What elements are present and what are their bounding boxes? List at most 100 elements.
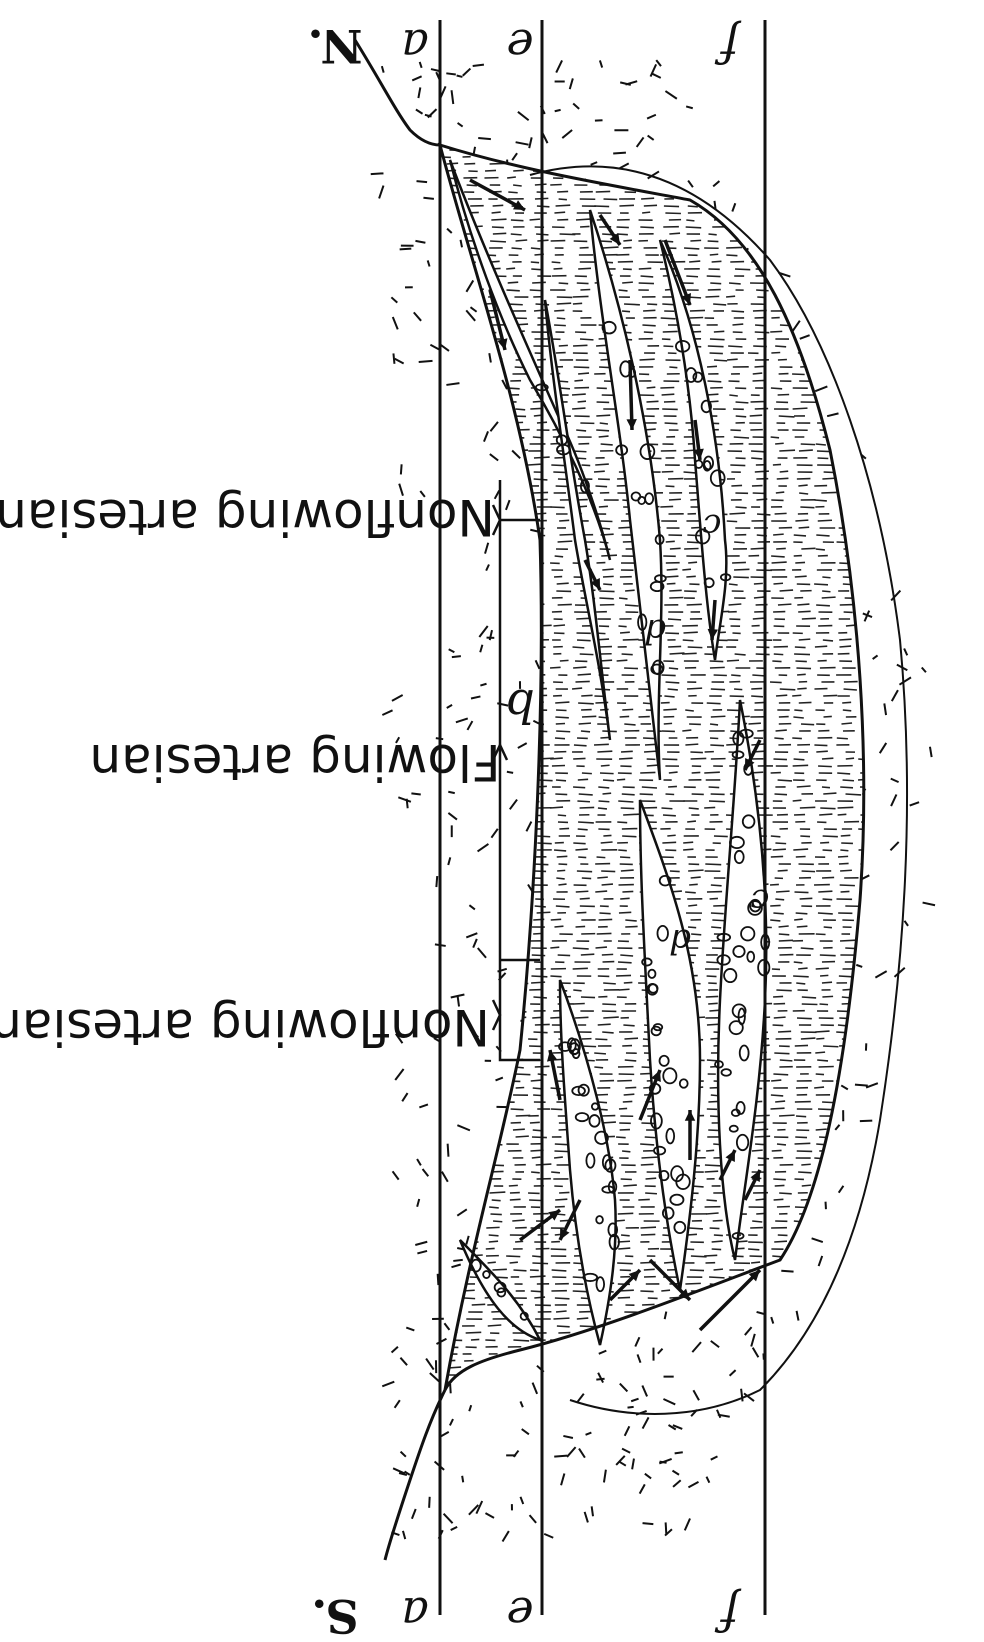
hatch-stroke bbox=[447, 1185, 460, 1186]
hatch-stroke bbox=[815, 500, 827, 501]
hatch-stroke bbox=[556, 731, 570, 732]
hatch-stroke bbox=[867, 1305, 878, 1306]
hatch-stroke bbox=[770, 682, 782, 683]
hatch-stroke bbox=[578, 703, 594, 704]
hatch-stroke bbox=[709, 1347, 724, 1348]
hatch-stroke bbox=[622, 282, 633, 283]
hatch-stroke bbox=[727, 359, 738, 360]
hatch-stroke bbox=[799, 450, 813, 451]
hatch-stroke bbox=[577, 912, 587, 913]
hatch-stroke bbox=[602, 163, 618, 164]
stipple-dash bbox=[522, 1429, 529, 1434]
stipple-dash bbox=[812, 1238, 823, 1242]
stipple-dash bbox=[392, 695, 403, 701]
hatch-stroke bbox=[861, 1158, 873, 1159]
hatch-stroke bbox=[823, 640, 833, 641]
hatch-stroke bbox=[465, 919, 481, 920]
hatch-stroke bbox=[775, 843, 786, 844]
hatch-stroke bbox=[443, 1130, 453, 1131]
hatch-stroke bbox=[559, 283, 569, 284]
hatch-stroke bbox=[530, 408, 541, 409]
hatch-stroke bbox=[819, 814, 832, 815]
hatch-stroke bbox=[776, 730, 787, 731]
hatch-stroke bbox=[604, 199, 618, 200]
hatch-stroke bbox=[601, 871, 615, 872]
hatch-stroke bbox=[816, 1228, 827, 1229]
hatch-stroke bbox=[534, 793, 545, 794]
hatch-stroke bbox=[660, 506, 673, 507]
hatch-stroke bbox=[558, 541, 573, 542]
stipple-dash bbox=[448, 1144, 449, 1157]
hatch-stroke bbox=[669, 590, 681, 591]
hatch-stroke bbox=[535, 906, 546, 907]
hatch-stroke bbox=[712, 1241, 723, 1242]
stipple-dash bbox=[745, 1327, 752, 1335]
hatch-stroke bbox=[840, 885, 855, 886]
hatch-stroke bbox=[532, 1263, 548, 1264]
stipple-dash bbox=[491, 829, 497, 838]
stipple-dash bbox=[417, 1159, 421, 1165]
hatch-stroke bbox=[794, 1304, 806, 1305]
hatch-stroke bbox=[858, 1150, 872, 1151]
hatch-stroke bbox=[753, 373, 763, 374]
hatch-stroke bbox=[442, 723, 451, 724]
stipple-dash bbox=[663, 1399, 675, 1404]
hatch-stroke bbox=[516, 409, 526, 410]
hatch-stroke bbox=[618, 801, 633, 802]
hatch-stroke bbox=[492, 436, 507, 437]
hatch-stroke bbox=[734, 437, 749, 438]
hatch-stroke bbox=[443, 1087, 457, 1088]
hatch-stroke bbox=[795, 1143, 811, 1144]
hatch-stroke bbox=[530, 219, 540, 220]
hatch-stroke bbox=[580, 807, 595, 808]
hatch-stroke bbox=[773, 583, 783, 584]
hatch-stroke bbox=[772, 1150, 782, 1151]
hatch-stroke bbox=[580, 1326, 595, 1327]
hatch-stroke bbox=[551, 156, 563, 157]
hatch-stroke bbox=[640, 794, 653, 795]
stipple-dash bbox=[406, 1328, 414, 1331]
hatch-stroke bbox=[644, 205, 657, 206]
hatch-stroke bbox=[665, 423, 678, 424]
hatch-stroke bbox=[816, 247, 831, 248]
hatch-stroke bbox=[732, 324, 743, 325]
hatch-stroke bbox=[510, 969, 518, 970]
hatch-stroke bbox=[797, 926, 808, 927]
hatch-stroke bbox=[687, 542, 699, 543]
hatch-stroke bbox=[513, 1129, 525, 1130]
hatch-stroke bbox=[556, 780, 566, 781]
hatch-stroke bbox=[819, 1270, 833, 1271]
hatch-stroke bbox=[508, 660, 519, 661]
hatch-stroke bbox=[792, 184, 806, 185]
stipple-dash bbox=[452, 656, 461, 657]
hatch-stroke bbox=[471, 388, 486, 389]
hatch-stroke bbox=[799, 493, 808, 494]
hatch-stroke bbox=[815, 646, 827, 647]
stipple-dash bbox=[628, 1407, 634, 1408]
hatch-stroke bbox=[863, 149, 872, 150]
stipple-dash bbox=[428, 260, 430, 266]
hatch-stroke bbox=[800, 807, 815, 808]
hatch-stroke bbox=[487, 1150, 497, 1151]
hatch-stroke bbox=[817, 1347, 828, 1348]
hatch-stroke bbox=[490, 569, 506, 570]
hatch-stroke bbox=[647, 765, 659, 766]
stipple-dash bbox=[466, 933, 477, 937]
hatch-stroke bbox=[464, 1073, 474, 1074]
stipple-dash bbox=[416, 109, 423, 113]
hatch-stroke bbox=[710, 745, 724, 746]
hatch-stroke bbox=[530, 1122, 540, 1123]
hatch-stroke bbox=[687, 821, 696, 822]
hatch-stroke bbox=[619, 989, 630, 990]
hatch-stroke bbox=[597, 751, 612, 752]
hatch-stroke bbox=[446, 485, 455, 486]
hatch-stroke bbox=[778, 1284, 789, 1285]
hatch-stroke bbox=[644, 332, 653, 333]
stipple-dash bbox=[529, 137, 531, 148]
hatch-stroke bbox=[816, 535, 829, 536]
hatch-stroke bbox=[859, 268, 869, 269]
hatch-stroke bbox=[507, 612, 522, 613]
stipple-dash bbox=[518, 112, 529, 120]
hatch-stroke bbox=[596, 171, 611, 172]
hatch-stroke bbox=[822, 591, 830, 592]
